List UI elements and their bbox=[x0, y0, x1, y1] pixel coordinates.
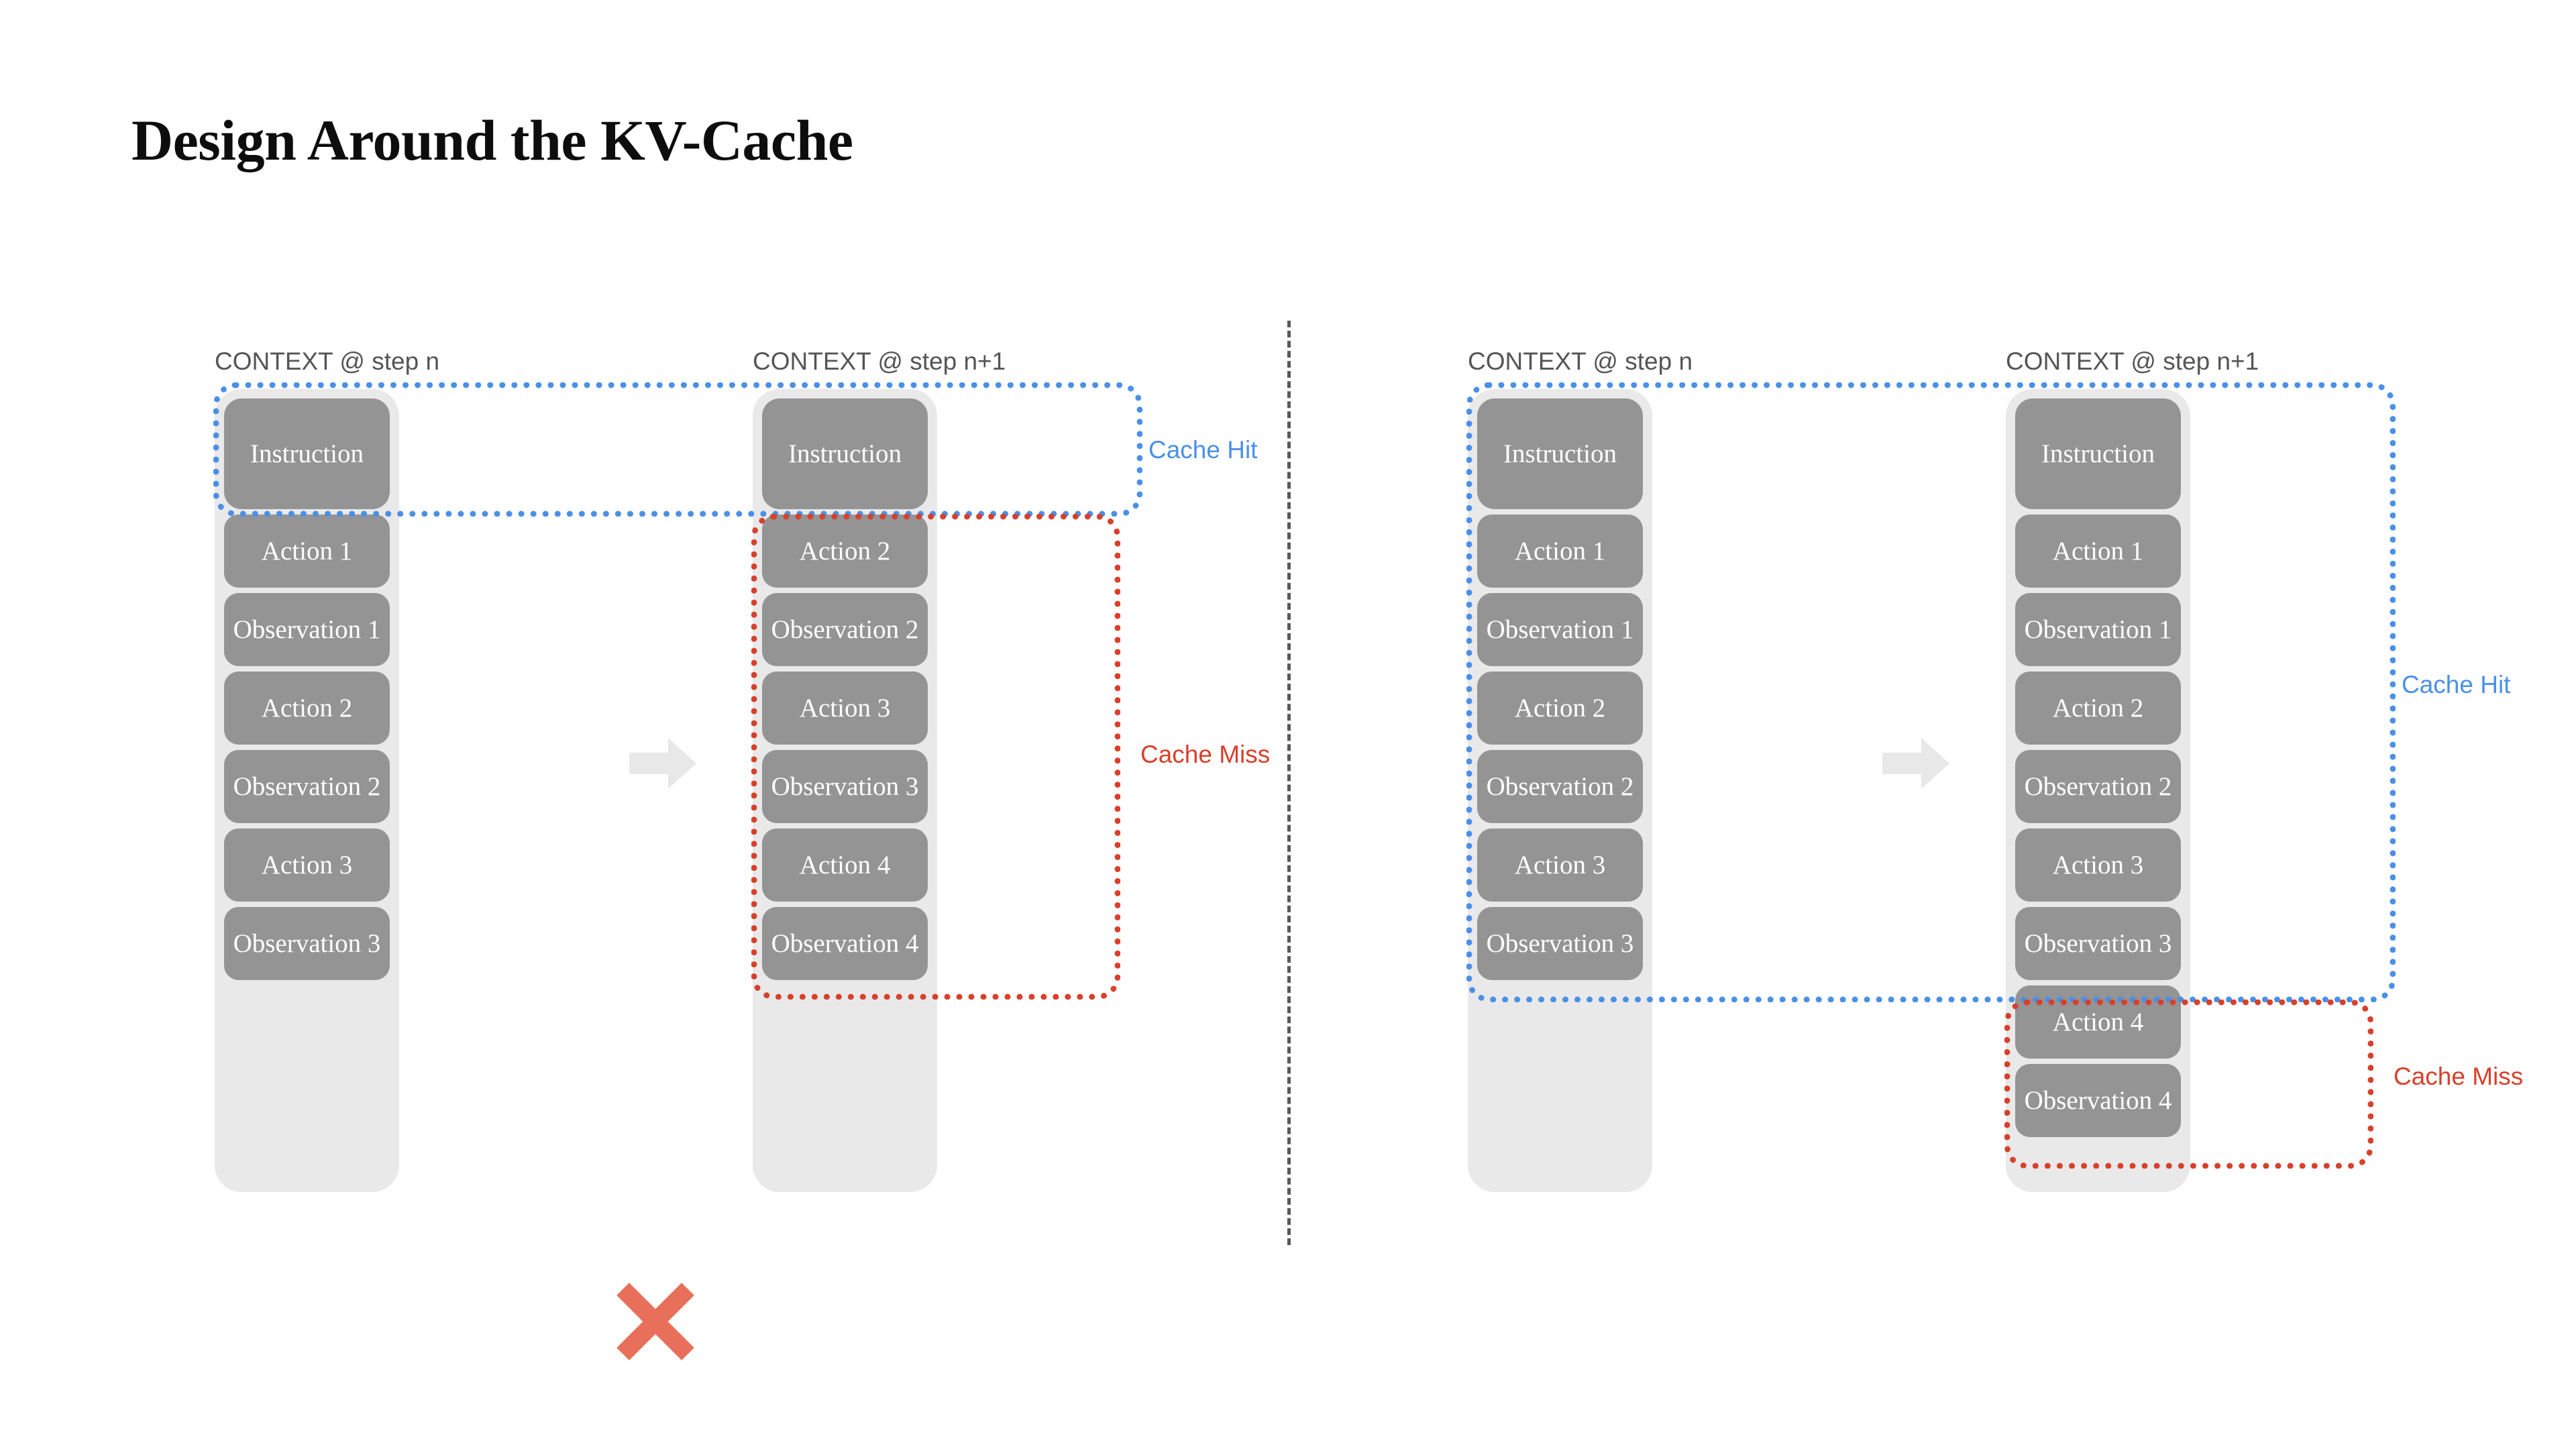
context-cell[interactable]: Observation 2 bbox=[762, 593, 928, 666]
panel-naive-context: CONTEXT @ step n Instruction Action 1 Ob… bbox=[213, 347, 1271, 1379]
cache-hit-label: Cache Hit bbox=[2402, 671, 2511, 698]
context-cell[interactable]: Instruction bbox=[762, 398, 928, 509]
column-header: CONTEXT @ step n bbox=[215, 347, 440, 375]
context-cell[interactable]: Action 2 bbox=[1477, 672, 1643, 745]
page-title: Design Around the KV-Cache bbox=[131, 108, 853, 172]
context-cell[interactable]: Action 3 bbox=[762, 672, 928, 745]
column-header: CONTEXT @ step n+1 bbox=[753, 347, 1006, 375]
context-stack: Instruction Action 2 Observation 2 Actio… bbox=[753, 389, 937, 1192]
context-cell[interactable]: Action 3 bbox=[2015, 828, 2181, 902]
column-header: CONTEXT @ step n bbox=[1468, 347, 1693, 375]
panel-divider bbox=[1287, 321, 1291, 1245]
context-cell[interactable]: Action 2 bbox=[224, 672, 390, 745]
context-cell[interactable]: Action 1 bbox=[1477, 515, 1643, 588]
context-cell[interactable]: Action 2 bbox=[762, 515, 928, 588]
context-cell[interactable]: Observation 4 bbox=[762, 907, 928, 980]
context-cell[interactable]: Observation 4 bbox=[2015, 1064, 2181, 1137]
column-header: CONTEXT @ step n+1 bbox=[2006, 347, 2259, 375]
panel-append-only-context: CONTEXT @ step n Instruction Action 1 Ob… bbox=[1288, 0, 2576, 1449]
transition-arrow bbox=[1882, 738, 1949, 789]
context-cell[interactable]: Observation 2 bbox=[224, 750, 390, 823]
context-cell[interactable]: Observation 1 bbox=[1477, 593, 1643, 666]
context-cell[interactable]: Observation 3 bbox=[1477, 907, 1643, 980]
context-stack: Instruction Action 1 Observation 1 Actio… bbox=[215, 389, 399, 1192]
context-cell[interactable]: Action 1 bbox=[2015, 515, 2181, 588]
context-cell[interactable]: Action 3 bbox=[224, 828, 390, 902]
context-cell[interactable]: Action 3 bbox=[1477, 828, 1643, 902]
context-cell[interactable]: Observation 3 bbox=[2015, 907, 2181, 980]
context-cell[interactable]: Instruction bbox=[224, 398, 390, 509]
context-stack: Instruction Action 1 Observation 1 Actio… bbox=[1468, 389, 1652, 1192]
context-cell[interactable]: Action 1 bbox=[224, 515, 390, 588]
context-cell[interactable]: Observation 3 bbox=[224, 907, 390, 980]
cache-miss-label: Cache Miss bbox=[1140, 741, 1271, 768]
cache-hit-label: Cache Hit bbox=[1148, 436, 1258, 464]
transition-arrow bbox=[629, 738, 696, 789]
context-cell[interactable]: Action 2 bbox=[2015, 672, 2181, 745]
context-cell[interactable]: Observation 2 bbox=[2015, 750, 2181, 823]
context-cell[interactable]: Action 4 bbox=[762, 828, 928, 902]
verdict-cross bbox=[598, 1265, 712, 1379]
context-cell[interactable]: Observation 1 bbox=[2015, 593, 2181, 666]
cache-miss-label: Cache Miss bbox=[2394, 1063, 2524, 1090]
context-cell[interactable]: Observation 1 bbox=[224, 593, 390, 666]
context-stack: Instruction Action 1 Observation 1 Actio… bbox=[2006, 389, 2190, 1192]
context-cell[interactable]: Action 4 bbox=[2015, 985, 2181, 1059]
context-cell[interactable]: Instruction bbox=[2015, 398, 2181, 509]
context-cell[interactable]: Instruction bbox=[1477, 398, 1643, 509]
context-cell[interactable]: Observation 2 bbox=[1477, 750, 1643, 823]
context-cell[interactable]: Observation 3 bbox=[762, 750, 928, 823]
